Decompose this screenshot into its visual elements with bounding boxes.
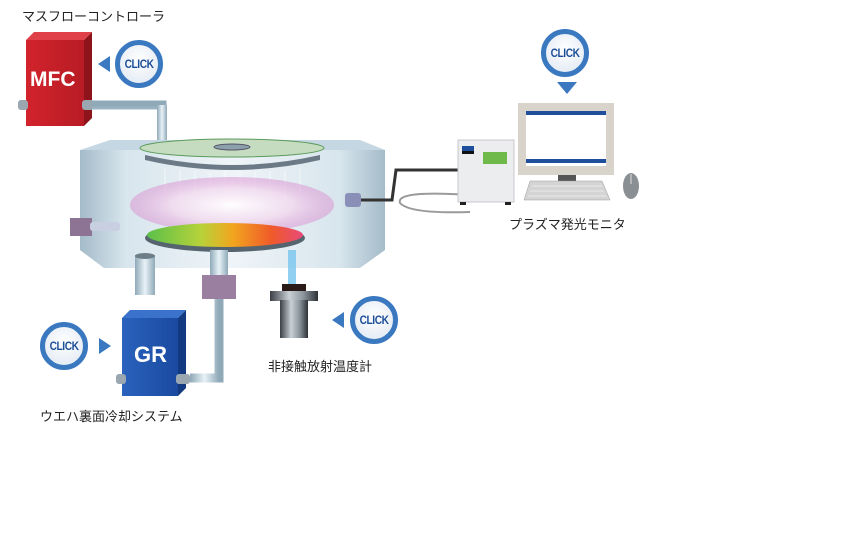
mfc-unit[interactable] [18,32,94,126]
wafer [147,223,303,247]
plasma-monitor-label: プラズマ発光モニタ [509,218,626,233]
radiation-thermometer[interactable] [270,284,318,338]
arrow-left-icon [332,312,344,328]
click-label: CLICK [124,57,154,71]
click-label: CLICK [550,46,580,60]
arrow-down-icon [557,82,577,94]
mfc-text: MFC [30,68,76,91]
wafer-cooling-label: ウエハ裏面冷却システム [40,410,183,425]
mfc-label: マスフローコントローラ [22,10,166,25]
arrow-right-icon [99,338,111,354]
click-button-gr[interactable]: CLICK [40,322,88,370]
click-button-thermometer[interactable]: CLICK [350,296,398,344]
click-button-mfc[interactable]: CLICK [115,40,163,88]
click-label: CLICK [49,339,79,353]
pc-monitor[interactable] [518,103,639,201]
spectrometer-unit[interactable] [457,139,515,205]
click-label: CLICK [359,313,389,327]
click-button-monitor[interactable]: CLICK [541,29,589,77]
process-chamber [70,138,385,299]
gr-unit[interactable] [116,310,190,396]
gr-text: GR [134,342,167,367]
thermometer-label: 非接触放射温度計 [268,360,373,375]
arrow-left-icon [98,56,110,72]
plasma-glow [130,177,334,233]
